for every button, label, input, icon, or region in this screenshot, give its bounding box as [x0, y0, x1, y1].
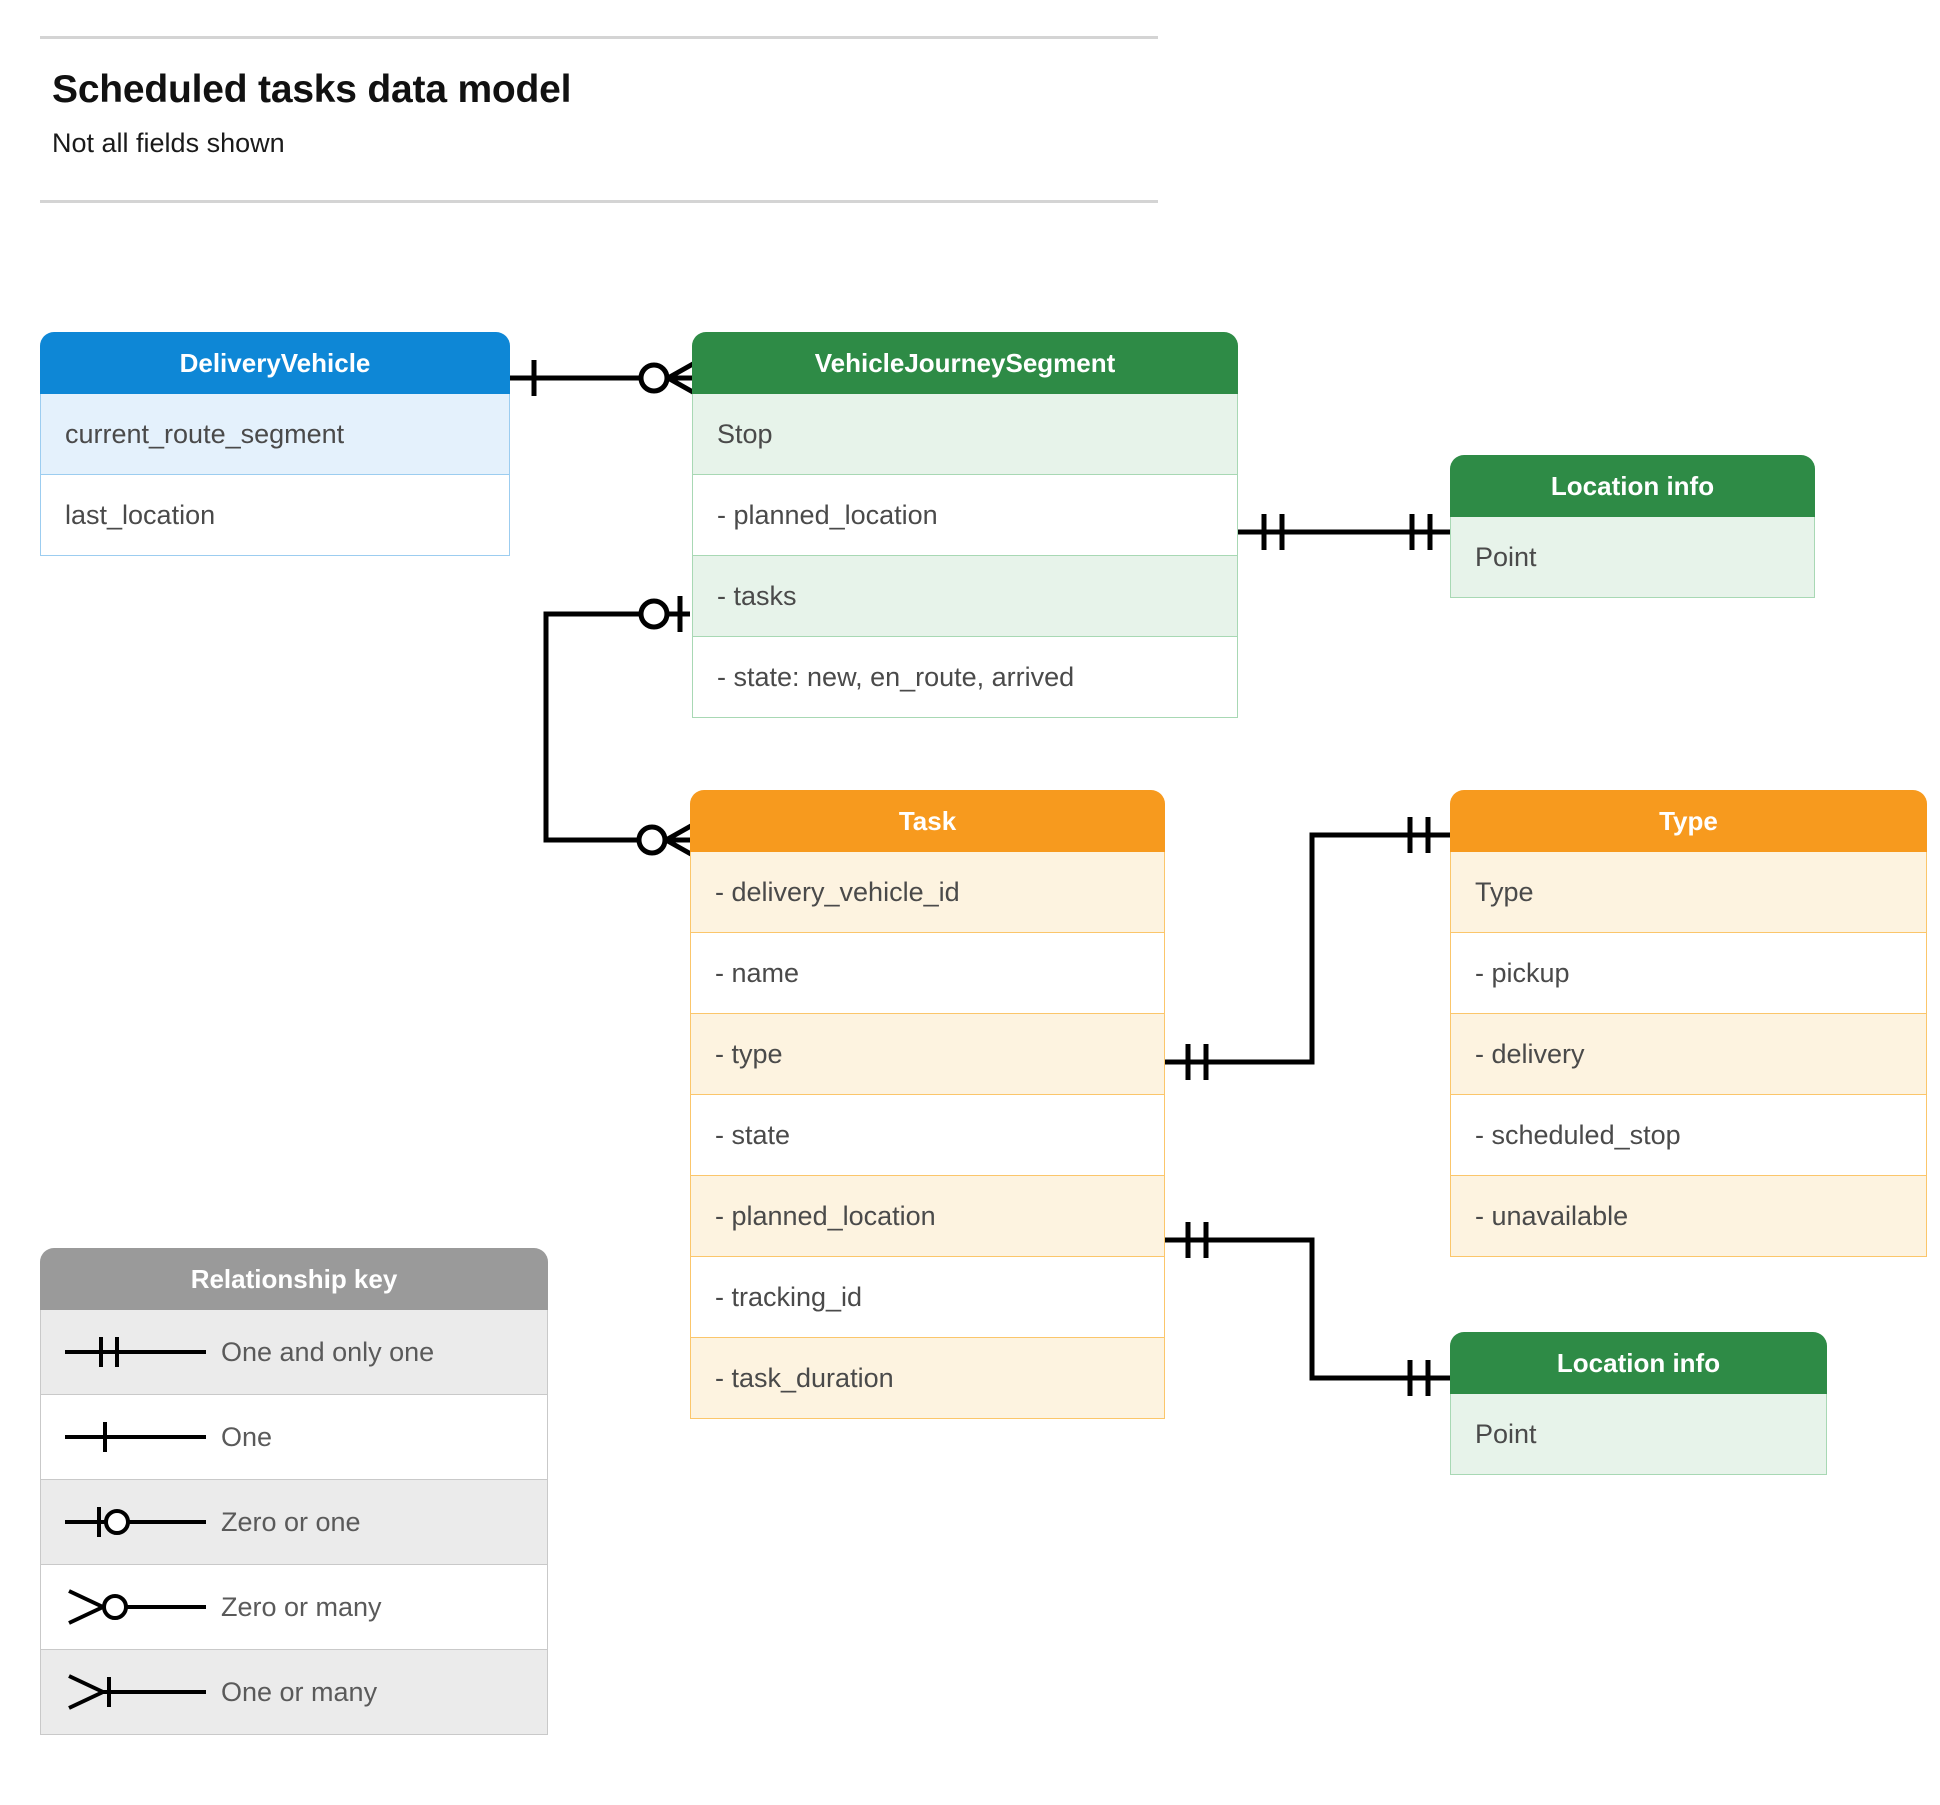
entity-row: - unavailable [1450, 1176, 1927, 1257]
legend-item: One [40, 1395, 548, 1480]
entity-row: - state [690, 1095, 1165, 1176]
legend-item-label: One [221, 1422, 273, 1452]
relationship-key-title: Relationship key [40, 1248, 548, 1310]
header-divider-bottom [40, 200, 1158, 203]
zero-or-many-icon [68, 1589, 206, 1625]
entity-vehiclejourneysegment[interactable]: VehicleJourneySegment Stop - planned_loc… [692, 332, 1238, 718]
entity-row: - planned_location [692, 475, 1238, 556]
entity-task[interactable]: Task - delivery_vehicle_id - name - type… [690, 790, 1165, 1419]
entity-row: - task_duration [690, 1338, 1165, 1419]
entity-row: - pickup [1450, 933, 1927, 1014]
entity-row: - tasks [692, 556, 1238, 637]
entity-row: Point [1450, 517, 1815, 598]
entity-location-info-bottom-title: Location info [1450, 1332, 1827, 1394]
entity-vehiclejourneysegment-title: VehicleJourneySegment [692, 332, 1238, 394]
entity-row: Point [1450, 1394, 1827, 1475]
entity-row: Type [1450, 852, 1927, 933]
entity-deliveryvehicle-title: DeliveryVehicle [40, 332, 510, 394]
entity-deliveryvehicle[interactable]: DeliveryVehicle current_route_segment la… [40, 332, 510, 556]
legend-item-label: Zero or one [221, 1507, 361, 1537]
entity-row: current_route_segment [40, 394, 510, 475]
entity-task-title: Task [690, 790, 1165, 852]
legend-item-label: One or many [221, 1677, 378, 1707]
entity-row: - name [690, 933, 1165, 1014]
one-icon [65, 1422, 206, 1452]
zero-or-one-icon [65, 1507, 206, 1537]
page-subtitle: Not all fields shown [52, 128, 285, 158]
legend-item: One or many [40, 1650, 548, 1735]
one-or-many-icon [68, 1674, 206, 1710]
entity-row: Stop [692, 394, 1238, 475]
entity-row: - planned_location [690, 1176, 1165, 1257]
header-divider-top [40, 36, 1158, 39]
entity-type-title: Type [1450, 790, 1927, 852]
page-title: Scheduled tasks data model [52, 68, 572, 111]
entity-row: - state: new, en_route, arrived [692, 637, 1238, 718]
entity-row: - delivery_vehicle_id [690, 852, 1165, 933]
entity-type[interactable]: Type Type - pickup - delivery - schedule… [1450, 790, 1927, 1257]
legend-item: Zero or many [40, 1565, 548, 1650]
legend-item: Zero or one [40, 1480, 548, 1565]
entity-row: - type [690, 1014, 1165, 1095]
entity-row: - scheduled_stop [1450, 1095, 1927, 1176]
entity-row: last_location [40, 475, 510, 556]
entity-row: - tracking_id [690, 1257, 1165, 1338]
legend-item-label: One and only one [221, 1337, 435, 1367]
entity-location-info-top[interactable]: Location info Point [1450, 455, 1815, 598]
entity-row: - delivery [1450, 1014, 1927, 1095]
legend-item-label: Zero or many [221, 1592, 382, 1622]
entity-location-info-top-title: Location info [1450, 455, 1815, 517]
relationship-key-legend[interactable]: Relationship key One and only one One [40, 1248, 548, 1735]
entity-location-info-bottom[interactable]: Location info Point [1450, 1332, 1827, 1475]
legend-item: One and only one [40, 1310, 548, 1395]
one-and-only-one-icon [65, 1337, 206, 1367]
